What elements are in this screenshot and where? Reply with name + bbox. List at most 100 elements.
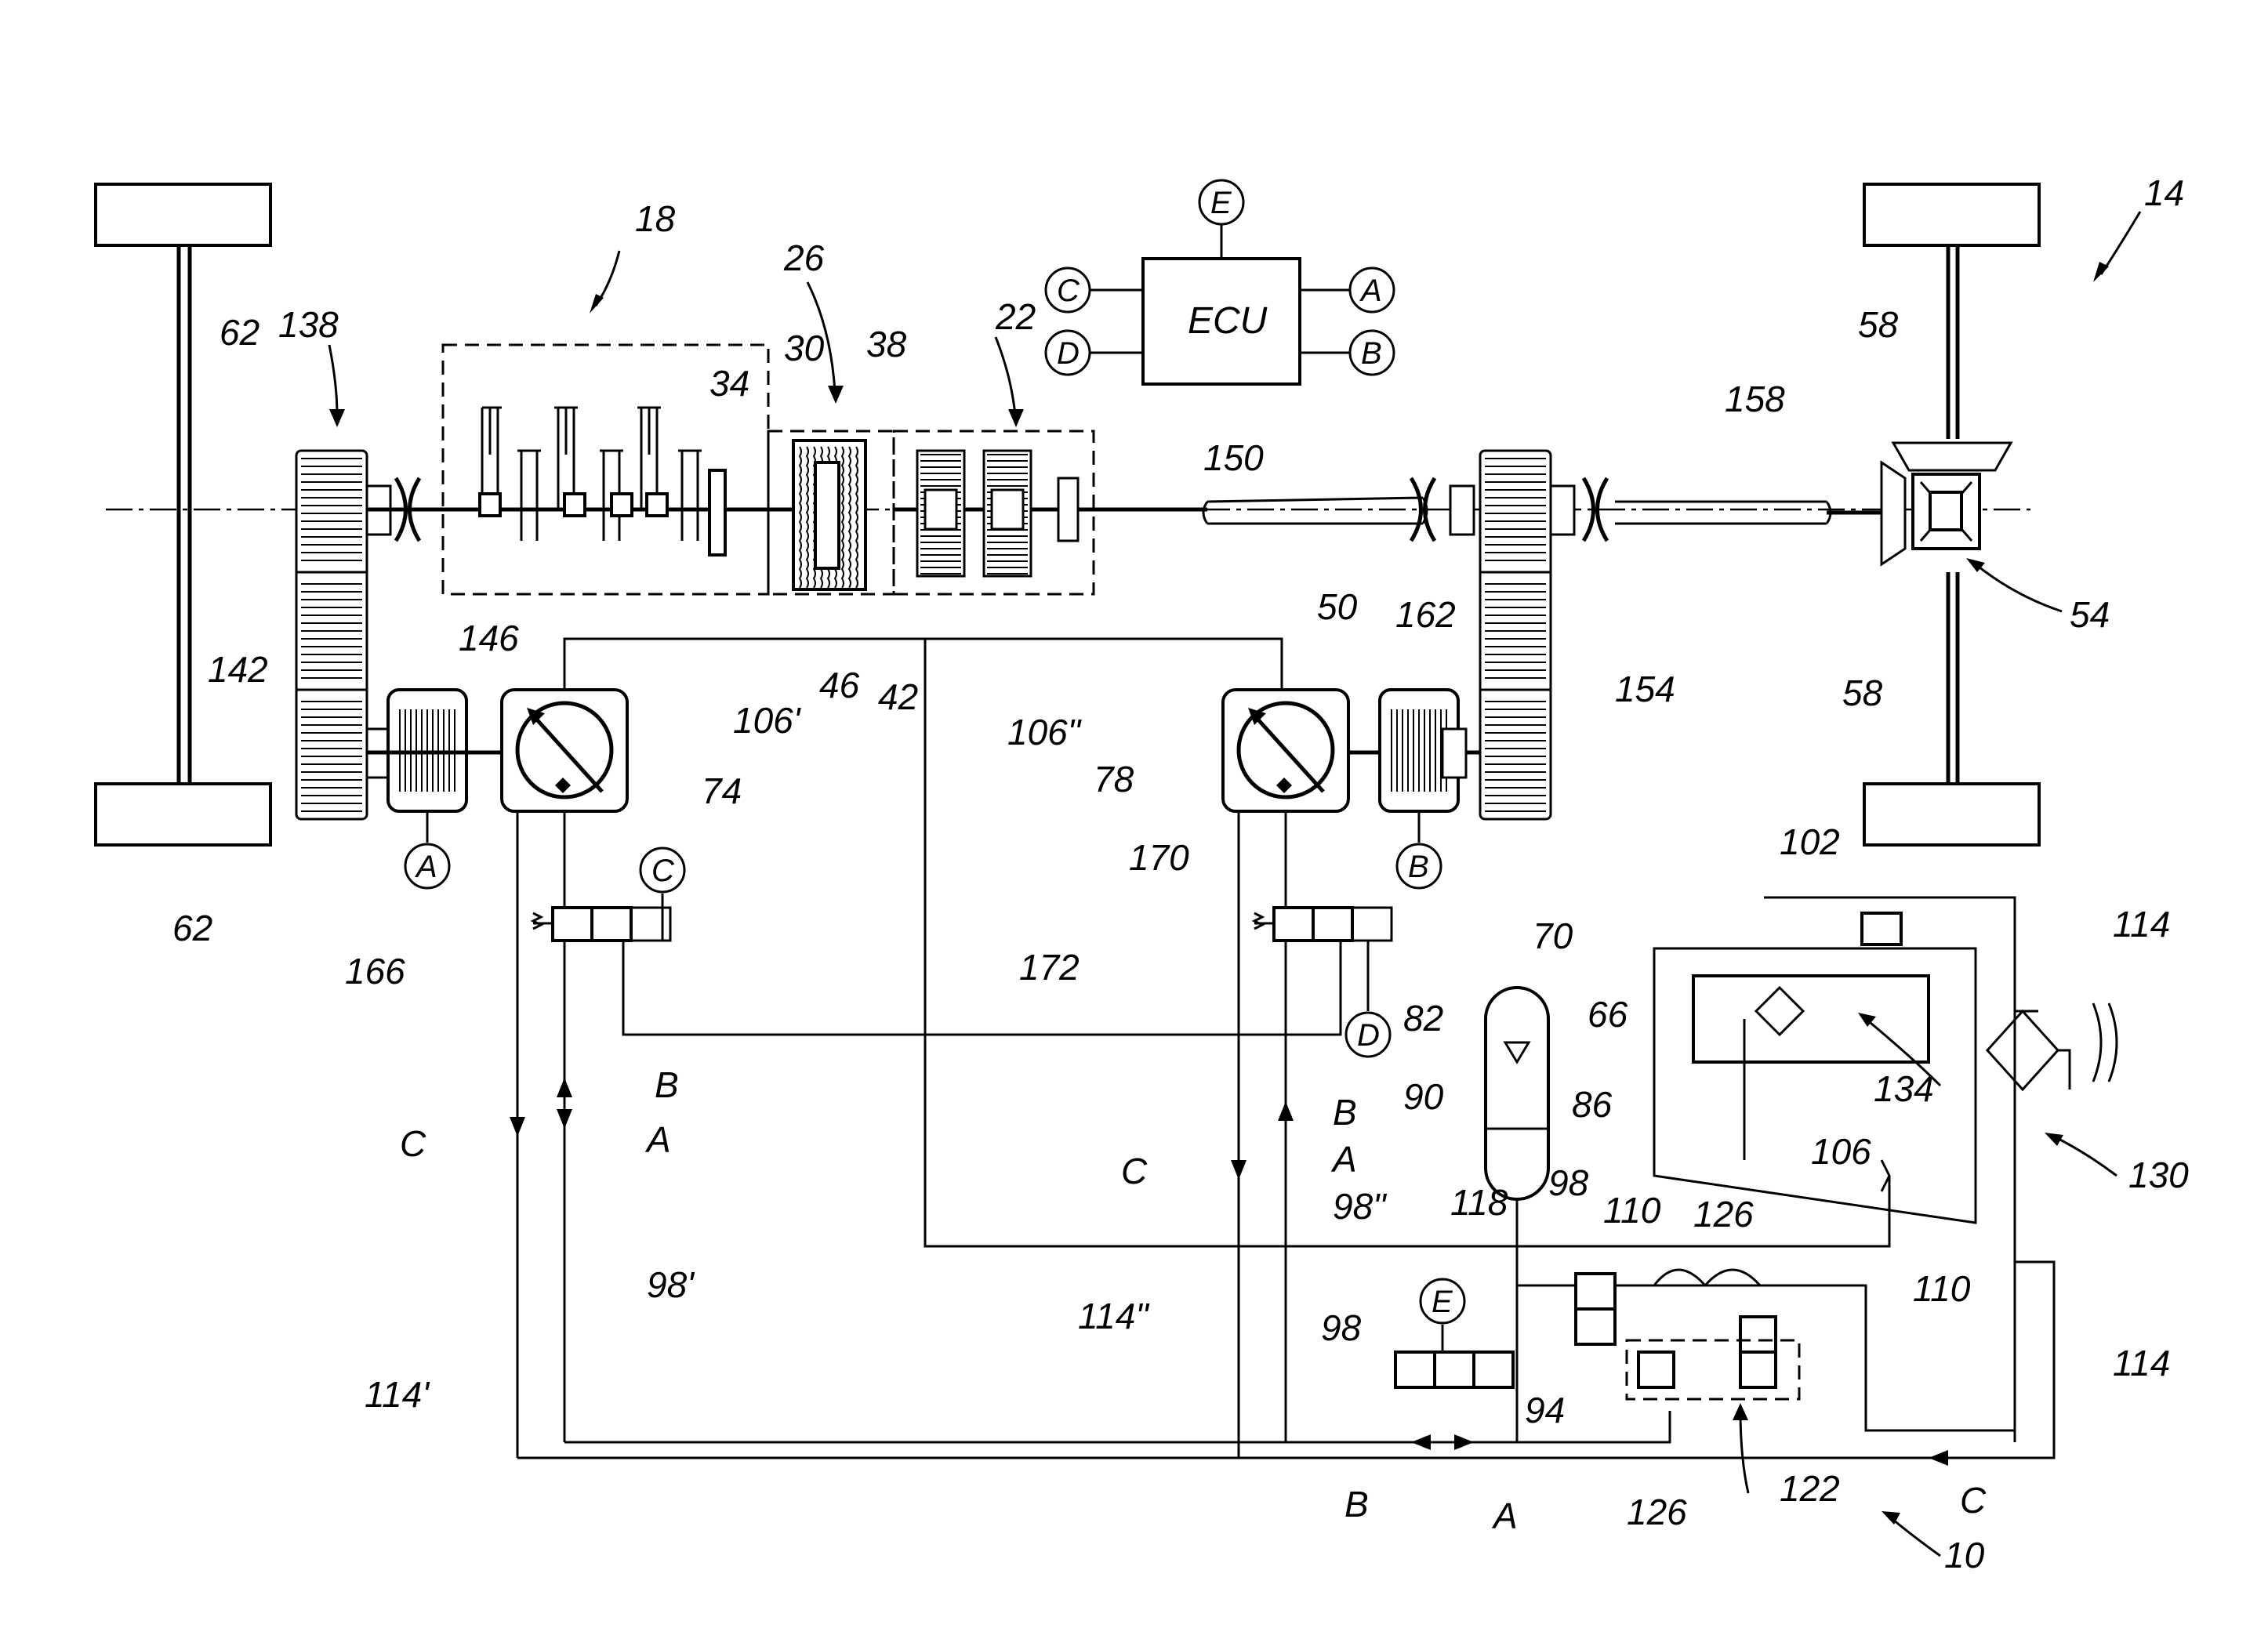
coupling-left	[365, 477, 439, 542]
label-70: 70	[1533, 915, 1573, 956]
leader-lines	[328, 211, 2142, 1557]
flow-label-mid-c: C	[1121, 1151, 1148, 1191]
electric-machine-146: A	[365, 688, 510, 890]
label-172: 172	[1019, 947, 1080, 988]
ecu-connector-a: A	[1359, 274, 1382, 308]
label-82: 82	[1403, 998, 1443, 1039]
flow-label-bottom-c: C	[1960, 1480, 1987, 1521]
label-30: 30	[784, 328, 825, 368]
fan-cooler-130	[1985, 1002, 2118, 1092]
label-162: 162	[1395, 594, 1456, 635]
accumulator-70	[1484, 986, 1550, 1201]
flow-label-mid-b: B	[1333, 1092, 1357, 1133]
cooler-66	[1653, 912, 1977, 1224]
reference-numerals: 14 18 22 26 30 34 38 42 46 50 54 58 58 6…	[172, 172, 2189, 1575]
flow-label-bottom-a: A	[1491, 1496, 1518, 1536]
valve-94-connector-e: E	[1432, 1285, 1453, 1319]
label-158: 158	[1725, 379, 1785, 419]
front-axle-54	[1863, 183, 2041, 847]
label-130: 130	[2128, 1155, 2189, 1195]
label-170: 170	[1129, 837, 1189, 878]
label-126b: 126	[1627, 1492, 1687, 1532]
label-42: 42	[878, 676, 918, 717]
gear-set-154	[1479, 449, 1576, 821]
gear-set-142	[295, 449, 368, 821]
label-142: 142	[208, 649, 268, 690]
label-58b: 58	[1842, 673, 1883, 713]
ecu-label: ECU	[1188, 300, 1268, 342]
wheel-58-top	[1863, 183, 2041, 247]
label-126a: 126	[1693, 1194, 1754, 1234]
ecu-connector-c: C	[1057, 274, 1080, 308]
label-34: 34	[709, 363, 749, 404]
label-86: 86	[1572, 1084, 1613, 1125]
label-10: 10	[1944, 1535, 1985, 1575]
label-78: 78	[1094, 759, 1134, 799]
ecu-connector-d: D	[1057, 336, 1080, 371]
label-122: 122	[1780, 1468, 1840, 1509]
label-146: 146	[459, 618, 519, 658]
label-58a: 58	[1858, 304, 1899, 345]
planetary-22	[892, 430, 1207, 596]
valve-166: C	[530, 847, 686, 942]
label-62b: 62	[172, 908, 212, 948]
label-90: 90	[1403, 1076, 1444, 1117]
wheel-58-bottom	[1863, 782, 2041, 847]
label-66: 66	[1588, 994, 1628, 1035]
wheel-62-top	[94, 183, 272, 247]
label-38: 38	[866, 324, 907, 364]
label-98a: 98	[1548, 1162, 1589, 1203]
valve-122	[1625, 1315, 1801, 1401]
electric-machine-162: B	[1348, 688, 1480, 890]
ecu-connector-e: E	[1210, 186, 1232, 220]
valve-170: D	[1251, 906, 1393, 1058]
label-22: 22	[995, 296, 1036, 337]
flow-label-left-b: B	[655, 1064, 679, 1105]
label-102: 102	[1780, 821, 1840, 862]
label-138: 138	[278, 304, 339, 345]
label-106pp: 106"	[1007, 712, 1083, 752]
valve-118	[1574, 1272, 1617, 1346]
clutch-26	[767, 430, 895, 596]
label-134: 134	[1874, 1068, 1934, 1109]
label-46: 46	[819, 665, 860, 705]
label-110b: 110	[1913, 1268, 1971, 1309]
label-154: 154	[1615, 669, 1675, 709]
pump-motor-78	[1221, 688, 1350, 813]
label-54: 54	[2070, 594, 2110, 635]
rear-axle-left	[94, 183, 272, 847]
label-62a: 62	[220, 312, 259, 353]
flow-label-mid-a: A	[1330, 1139, 1357, 1180]
label-110a: 110	[1603, 1190, 1661, 1231]
transmission-18	[439, 343, 843, 596]
label-114p: 114'	[365, 1374, 430, 1415]
label-98p: 98'	[647, 1264, 695, 1305]
label-118: 118	[1450, 1182, 1508, 1223]
label-114b: 114	[2113, 1343, 2170, 1383]
motor-146-connector-a: A	[415, 850, 437, 884]
flow-arrows	[510, 1078, 1948, 1466]
flow-label-bottom-b: B	[1344, 1484, 1369, 1525]
label-74: 74	[702, 770, 742, 811]
pump-motor-74	[500, 688, 629, 813]
label-106p: 106'	[733, 700, 802, 741]
label-98pp: 98"	[1333, 1186, 1388, 1227]
label-50: 50	[1317, 586, 1358, 627]
label-98b: 98	[1321, 1307, 1362, 1348]
ecu-connector-b: B	[1361, 336, 1382, 371]
ecu-block: ECU E C D A B	[1044, 179, 1395, 386]
label-26: 26	[783, 237, 825, 278]
label-150: 150	[1203, 437, 1264, 478]
wheel-62-bottom	[94, 782, 272, 847]
label-114a: 114	[2113, 904, 2170, 944]
label-94: 94	[1525, 1390, 1565, 1430]
flow-label-left-c: C	[400, 1123, 426, 1164]
valve-166-connector-c: C	[651, 854, 675, 888]
motor-162-connector-b: B	[1408, 850, 1429, 884]
valve-170-connector-d: D	[1357, 1018, 1380, 1053]
label-18: 18	[635, 198, 676, 239]
label-14: 14	[2144, 172, 2184, 213]
label-106: 106	[1811, 1131, 1871, 1172]
